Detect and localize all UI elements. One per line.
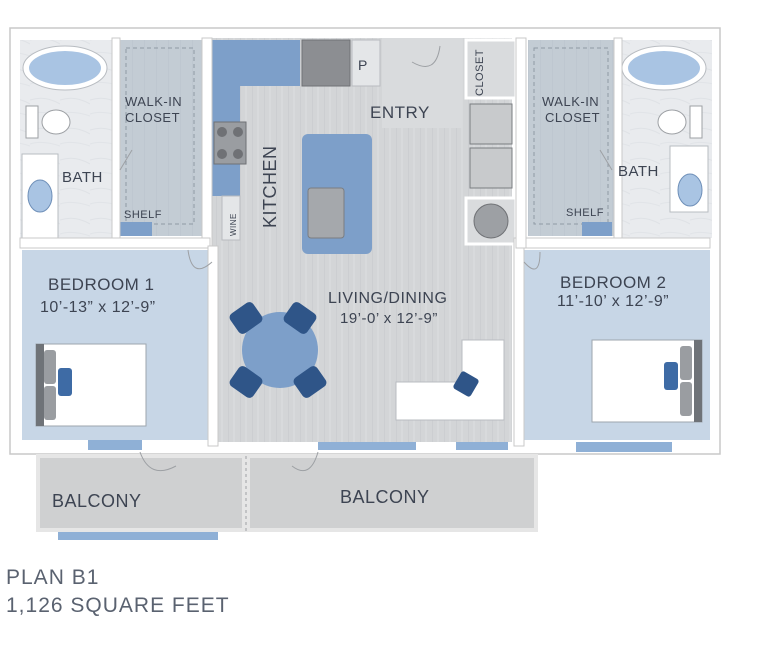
- walkin-closet-left: [120, 40, 202, 236]
- label-walkin-right-1: WALK-IN: [542, 94, 599, 109]
- plan-name: PLAN B1: [6, 566, 100, 589]
- label-walkin-right-2: CLOSET: [545, 110, 600, 125]
- label-balcony-left: BALCONY: [52, 491, 142, 511]
- entry-floor: [382, 38, 462, 128]
- label-bedroom2-dims: 11’-10’ x 12’-9”: [557, 293, 669, 310]
- toilet-left-icon: [41, 109, 71, 135]
- fridge: [301, 39, 351, 87]
- label-pantry: P: [358, 57, 368, 73]
- closet-floor: [464, 38, 518, 100]
- label-shelf-left: SHELF: [124, 209, 162, 221]
- label-balcony-right: BALCONY: [340, 487, 430, 507]
- label-bedroom1: BEDROOM 1: [48, 275, 155, 294]
- dining-chairs: [229, 302, 327, 398]
- balcony-left-floor: [36, 454, 246, 532]
- label-entry: ENTRY: [370, 103, 430, 122]
- label-living: LIVING/DINING: [328, 290, 447, 307]
- water-heater-icon: [473, 203, 509, 239]
- washer-icon: [469, 103, 513, 145]
- label-shelf-right: SHELF: [566, 207, 604, 219]
- label-kitchen: KITCHEN: [260, 145, 280, 228]
- label-bedroom2: BEDROOM 2: [560, 273, 667, 292]
- wine-fridge: [221, 195, 241, 241]
- dryer-icon: [469, 147, 513, 189]
- label-walkin-left-1: WALK-IN: [125, 94, 182, 109]
- label-closet: CLOSET: [474, 49, 486, 96]
- sink-icon: [307, 187, 345, 239]
- label-walkin-left-2: CLOSET: [125, 110, 180, 125]
- label-wine: WINE: [229, 213, 238, 236]
- toilet-right-icon: [657, 109, 687, 135]
- walkin-closet-right: [528, 40, 614, 236]
- pantry: [351, 39, 381, 87]
- plan-area: 1,126 SQUARE FEET: [6, 594, 230, 617]
- label-bedroom1-dims: 10’-13” x 12’-9”: [40, 299, 156, 316]
- label-living-dims: 19’-0’ x 12’-9”: [340, 310, 438, 327]
- label-bath-left: BATH: [62, 169, 103, 186]
- label-bath-right: BATH: [618, 163, 659, 180]
